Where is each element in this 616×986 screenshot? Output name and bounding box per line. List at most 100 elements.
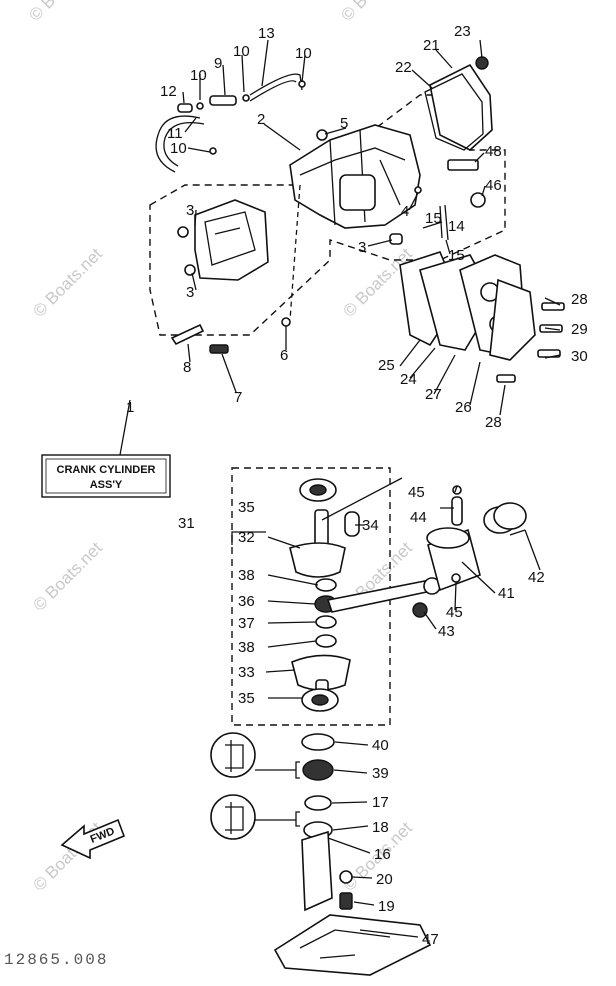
part-label: 36 <box>238 593 255 610</box>
watermark: © Boats.net <box>29 538 106 615</box>
part-label: 1 <box>126 399 134 416</box>
upper-assembly <box>149 39 565 416</box>
crankcase-detail <box>299 129 406 226</box>
callout-box-inner <box>45 458 167 494</box>
part-label: 29 <box>571 321 588 338</box>
callout-box <box>41 454 171 498</box>
bearing-35-inner <box>309 484 327 496</box>
part-label: 40 <box>372 737 389 754</box>
hose-14 <box>444 204 449 241</box>
watermark: © Boats.net <box>29 244 106 321</box>
part-label: 11 <box>167 125 183 142</box>
group-outline-crankshaft <box>231 467 391 726</box>
dowel-3 <box>184 264 196 276</box>
washer-38 <box>315 634 337 648</box>
part-label: 48 <box>485 143 502 160</box>
crank-web-32 <box>289 542 346 578</box>
gasket-47 <box>273 914 432 976</box>
part-label: 35 <box>238 499 255 516</box>
part-label: 24 <box>400 371 417 388</box>
hose-11-inner <box>163 121 205 167</box>
part-label: 34 <box>362 517 379 534</box>
piston-top <box>426 527 470 549</box>
ring-42 <box>493 502 527 530</box>
part-label: 45 <box>408 484 425 501</box>
leader <box>182 39 561 416</box>
drive-shaft-16 <box>301 830 333 912</box>
bolt-19 <box>339 892 353 910</box>
watermark: © Boats.net <box>25 0 102 25</box>
pin-34 <box>344 511 360 537</box>
dowel-3 <box>389 233 403 245</box>
part-label: 45 <box>446 604 463 621</box>
watermark: © Boats.net <box>337 0 414 25</box>
crank-web-33 <box>291 654 351 691</box>
part-label: 41 <box>498 585 515 602</box>
part-label: 38 <box>238 567 255 584</box>
part-label: 7 <box>234 389 242 406</box>
washer-38 <box>315 578 337 592</box>
pin-4 <box>414 186 422 194</box>
bolt-8 <box>170 323 205 346</box>
crankcase-bore <box>339 174 376 211</box>
clip-10 <box>196 102 204 110</box>
hose-11 <box>155 115 201 173</box>
part-label: 23 <box>454 23 471 40</box>
hose-13 <box>249 73 303 96</box>
plug-48 <box>447 159 479 171</box>
part-label: 43 <box>438 623 455 640</box>
bolt-23 <box>475 56 489 70</box>
nozzle-12 <box>177 103 193 113</box>
part-label: 25 <box>378 357 395 374</box>
seal-37 <box>315 615 337 629</box>
part-label: 4 <box>401 203 409 220</box>
part-label: 21 <box>423 37 440 54</box>
part-label: 13 <box>258 25 275 42</box>
part-label: 10 <box>233 43 250 60</box>
fitting-9 <box>209 95 237 106</box>
gasket-22 <box>424 73 484 151</box>
part-label: 27 <box>425 386 442 403</box>
part-label: 3 <box>186 202 194 219</box>
part-label: 3 <box>186 284 194 301</box>
part-label: 30 <box>571 348 588 365</box>
part-label: 10 <box>170 140 187 157</box>
part-label: 10 <box>295 45 312 62</box>
part-label: 17 <box>372 794 389 811</box>
part-label: 44 <box>410 509 427 526</box>
part-label: 15 <box>448 247 465 264</box>
part-label: 35 <box>238 690 255 707</box>
part-label: 9 <box>214 55 222 72</box>
part-label: 12 <box>160 83 177 100</box>
part-label: 15 <box>425 210 442 227</box>
part-label: 3 <box>358 239 366 256</box>
part-label: 28 <box>571 291 588 308</box>
part-label: 32 <box>238 529 255 546</box>
bolt-28 <box>496 374 516 383</box>
part-label: 46 <box>485 177 502 194</box>
part-label: 8 <box>183 359 191 376</box>
bearing-43 <box>412 602 428 618</box>
part-label: 28 <box>485 414 502 431</box>
part-label: 2 <box>257 111 265 128</box>
part-label: 42 <box>528 569 545 586</box>
gasket-47-detail <box>299 929 391 959</box>
bearing-39 <box>302 759 334 781</box>
seal-40 <box>301 733 335 751</box>
clip-45 <box>451 573 461 583</box>
cylinder-block <box>194 199 269 281</box>
detail-circle <box>210 794 256 840</box>
part-label: 31 <box>178 515 195 532</box>
part-label: 19 <box>378 898 395 915</box>
bearing-35-inner <box>311 694 329 706</box>
crankshaft-assembly: FWD <box>60 467 541 976</box>
nut-46 <box>470 192 486 208</box>
part-label: 37 <box>238 615 255 632</box>
leader <box>231 477 541 938</box>
dowel-3 <box>177 226 189 238</box>
part-labels: 23 21 22 13 10 9 10 10 12 11 10 2 5 48 4… <box>126 23 588 948</box>
part-label: 14 <box>448 218 465 235</box>
callout-line2: ASS'Y <box>90 479 123 491</box>
cylinder-block-detail <box>204 211 256 266</box>
